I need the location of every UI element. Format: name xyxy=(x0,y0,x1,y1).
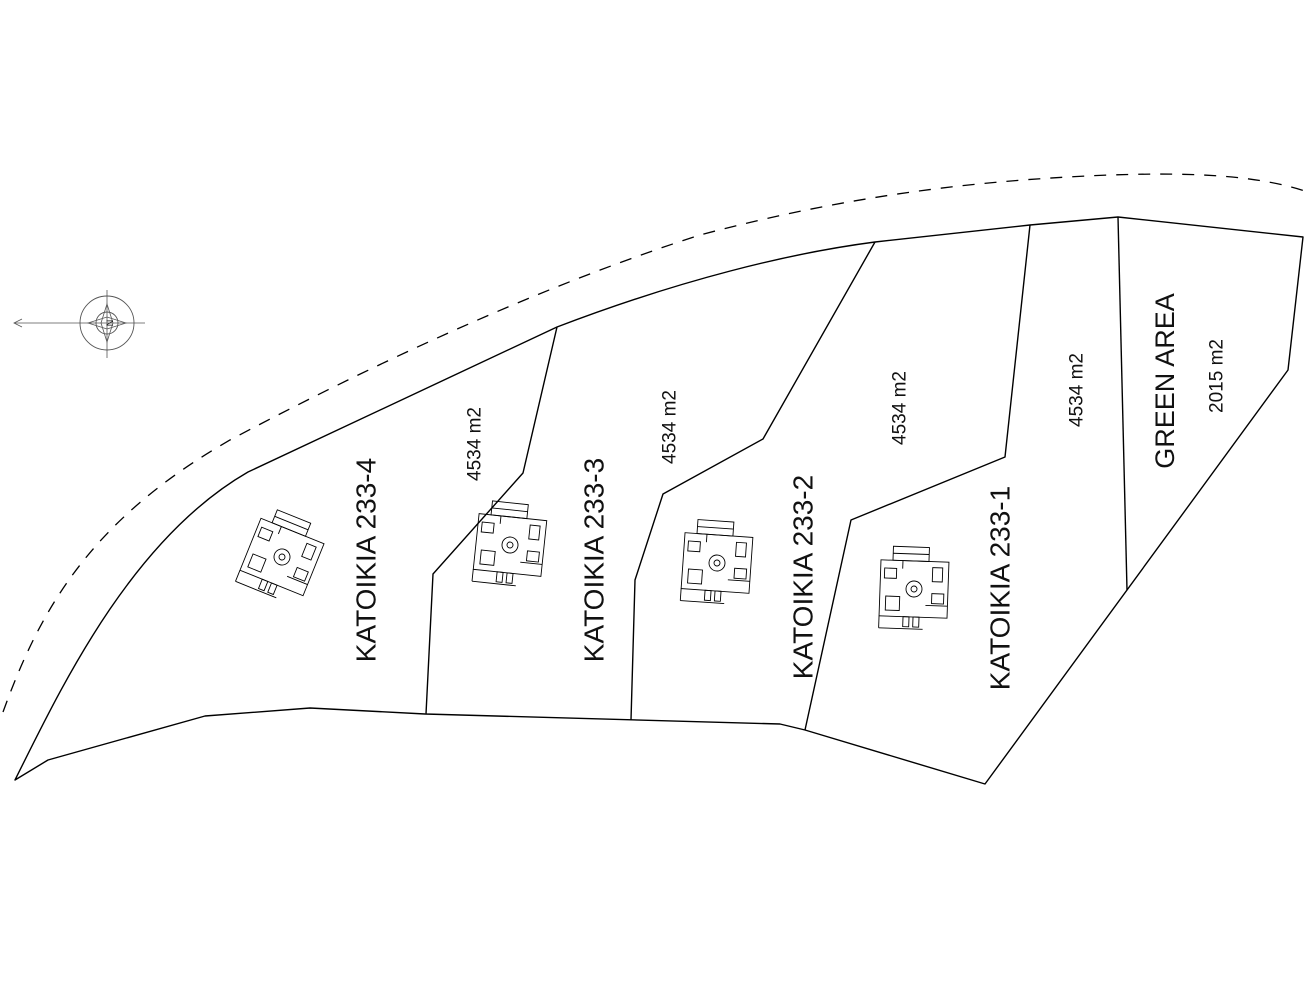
road-edge-line xyxy=(2,173,1308,713)
lot-name-233-1: KATOIKIA 233-1 xyxy=(985,486,1016,690)
house-plan-233-2 xyxy=(679,519,754,605)
green-area-name: GREEN AREA xyxy=(1150,293,1180,469)
house-plan-233-4 xyxy=(235,509,325,599)
green-area-size: 2015 m2 xyxy=(1207,339,1228,413)
lot-name-233-4: KATOIKIA 233-4 xyxy=(351,458,382,662)
lot-area-233-4: 4534 m2 xyxy=(465,407,486,481)
site-boundary xyxy=(14,216,1304,785)
lot-name-233-2: KATOIKIA 233-2 xyxy=(788,475,819,679)
lot-name-233-3: KATOIKIA 233-3 xyxy=(579,458,610,662)
lot-area-233-2: 4534 m2 xyxy=(890,371,911,445)
house-plan-233-3 xyxy=(471,500,548,587)
divider-233-2-233-1 xyxy=(804,224,1031,731)
house-plan-233-1 xyxy=(878,545,950,630)
divider-233-3-233-2 xyxy=(630,241,876,721)
divider-233-4-233-3 xyxy=(425,326,558,715)
north-arrow-icon: N xyxy=(13,290,145,358)
lot-area-233-1: 4534 m2 xyxy=(1067,353,1088,427)
north-letter: N xyxy=(105,320,115,327)
divider-233-1-green-area xyxy=(1117,216,1128,591)
lot-area-233-3: 4534 m2 xyxy=(660,390,681,464)
